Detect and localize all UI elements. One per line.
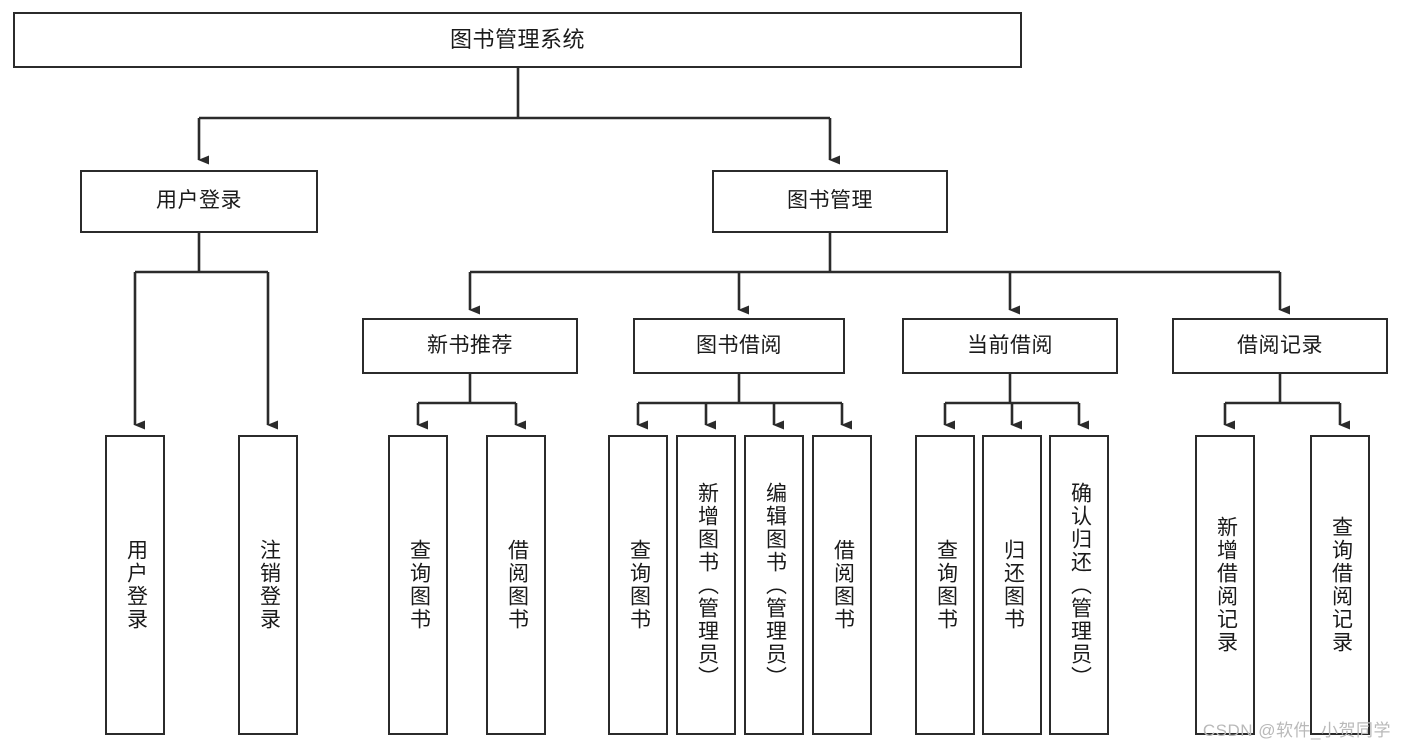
node-root-label: 图书管理系统 xyxy=(449,27,585,53)
node-book-borrow-label: 图书借阅 xyxy=(696,333,782,357)
node-leaf-query-book-2[interactable]: 查询图书 xyxy=(608,435,668,735)
node-new-book-recommend[interactable]: 新书推荐 xyxy=(362,318,578,374)
node-book-manage[interactable]: 图书管理 xyxy=(712,170,948,233)
node-borrow-record[interactable]: 借阅记录 xyxy=(1172,318,1388,374)
node-leaf-query-book-1[interactable]: 查询图书 xyxy=(388,435,448,735)
node-leaf-query-book-3[interactable]: 查询图书 xyxy=(915,435,975,735)
node-book-manage-label: 图书管理 xyxy=(787,189,873,213)
node-leaf-edit-book[interactable]: 编辑图书（管理员） xyxy=(744,435,804,735)
node-leaf-query-record[interactable]: 查询借阅记录 xyxy=(1310,435,1370,735)
node-leaf-add-record-label: 新增借阅记录 xyxy=(1214,516,1238,654)
node-leaf-confirm-return-label: 确认归还（管理员） xyxy=(1068,481,1092,689)
watermark-text: CSDN @软件_小贺同学 xyxy=(1202,721,1391,740)
node-leaf-user-login-label: 用户登录 xyxy=(124,539,148,631)
node-leaf-user-login[interactable]: 用户登录 xyxy=(105,435,165,735)
node-root[interactable]: 图书管理系统 xyxy=(13,12,1022,68)
node-leaf-query-book-1-label: 查询图书 xyxy=(407,539,431,631)
node-leaf-borrow-book-2-label: 借阅图书 xyxy=(831,539,855,631)
node-leaf-query-book-3-label: 查询图书 xyxy=(934,539,958,631)
node-book-borrow[interactable]: 图书借阅 xyxy=(633,318,845,374)
node-borrow-record-label: 借阅记录 xyxy=(1237,333,1323,357)
node-leaf-return-book[interactable]: 归还图书 xyxy=(982,435,1042,735)
node-leaf-add-book[interactable]: 新增图书（管理员） xyxy=(676,435,736,735)
node-leaf-borrow-book-2[interactable]: 借阅图书 xyxy=(812,435,872,735)
node-leaf-query-book-2-label: 查询图书 xyxy=(627,539,651,631)
node-leaf-edit-book-label: 编辑图书（管理员） xyxy=(763,481,787,689)
node-leaf-borrow-book-1-label: 借阅图书 xyxy=(505,539,529,631)
node-leaf-return-book-label: 归还图书 xyxy=(1001,539,1025,631)
node-user-login-label: 用户登录 xyxy=(156,189,242,213)
node-leaf-add-record[interactable]: 新增借阅记录 xyxy=(1195,435,1255,735)
node-leaf-logout-login-label: 注销登录 xyxy=(257,539,281,631)
node-leaf-query-record-label: 查询借阅记录 xyxy=(1329,516,1353,654)
node-leaf-logout-login[interactable]: 注销登录 xyxy=(238,435,298,735)
node-new-book-recommend-label: 新书推荐 xyxy=(427,333,513,357)
node-current-borrow[interactable]: 当前借阅 xyxy=(902,318,1118,374)
node-leaf-add-book-label: 新增图书（管理员） xyxy=(695,481,719,689)
node-leaf-borrow-book-1[interactable]: 借阅图书 xyxy=(486,435,546,735)
node-current-borrow-label: 当前借阅 xyxy=(967,333,1053,357)
node-user-login[interactable]: 用户登录 xyxy=(80,170,318,233)
node-leaf-confirm-return[interactable]: 确认归还（管理员） xyxy=(1049,435,1109,735)
